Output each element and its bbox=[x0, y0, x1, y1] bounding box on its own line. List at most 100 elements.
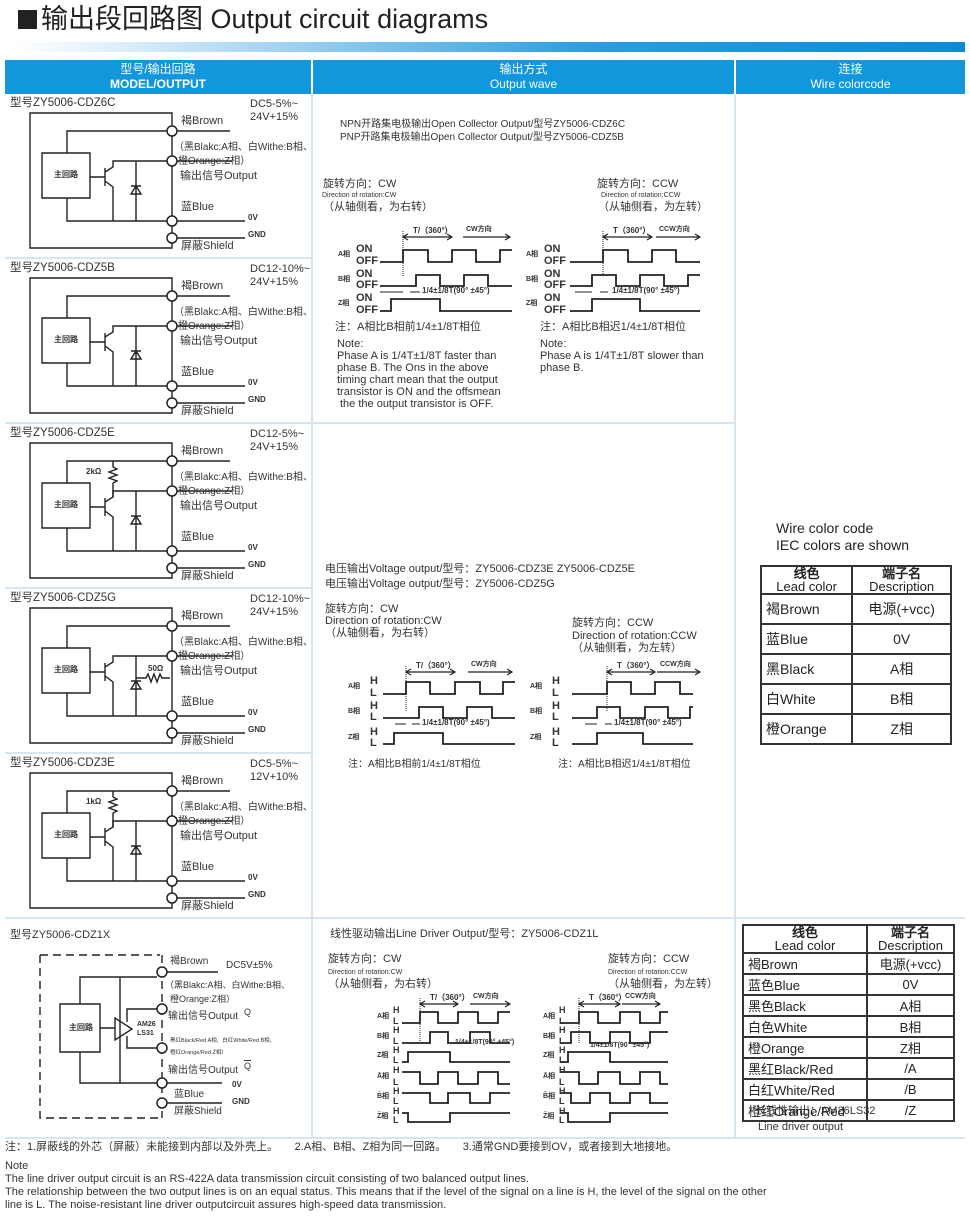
phase-wires-label: （黑Blakc:A相、白Withe:B相、 bbox=[174, 142, 313, 153]
level-high-label: H bbox=[559, 1065, 566, 1075]
rotation-direction-en: Direction of rotation:CW bbox=[322, 192, 397, 199]
waveform-trace bbox=[560, 1071, 668, 1085]
orange-wire-label: 橙Orange:Z相） bbox=[178, 651, 251, 662]
zero-volt-label: 0V bbox=[248, 378, 258, 387]
main-circuit-label: 主回路 bbox=[54, 500, 78, 509]
terminal-description: 0V bbox=[851, 623, 952, 655]
inverted-wires-label: 橙红Orange/Red Z̄相） bbox=[170, 1050, 227, 1056]
lead-color: 白红White/Red bbox=[742, 1078, 868, 1101]
direction-arrow bbox=[470, 1000, 512, 1008]
divider bbox=[5, 1137, 965, 1139]
zero-volt-label: 0V bbox=[248, 873, 258, 882]
direction-label: CW方向 bbox=[466, 226, 492, 233]
direction-label: CCW方向 bbox=[625, 993, 656, 1000]
phase-wires-label: （黑Blakc:A相、白Withe:B相、 bbox=[165, 980, 291, 990]
phase-label: Z相 bbox=[530, 733, 542, 741]
direction-arrow bbox=[468, 668, 514, 676]
level-high-label: H bbox=[393, 1005, 400, 1015]
phase-label: Z相 bbox=[348, 733, 360, 741]
phase-difference-label: 1/4±1/8T(90° ±45°) bbox=[422, 286, 490, 295]
phase-label: Z相 bbox=[543, 1052, 555, 1059]
level-low-label: OFF bbox=[356, 255, 378, 267]
rotation-view: （从轴侧看，为右转） bbox=[323, 201, 433, 213]
phase-note: 注：A相比B相迟1/4±1/8T相位 bbox=[540, 321, 687, 333]
header-zh: 线色 bbox=[793, 566, 820, 581]
phase-label: Z̄相 bbox=[543, 1112, 555, 1120]
phase-wires-label: （黑Blakc:A相、白Withe:B相、 bbox=[174, 637, 313, 648]
terminal-description: Z相 bbox=[851, 713, 952, 745]
footer-note-line: line is L. The noise-resistant line driv… bbox=[5, 1199, 447, 1211]
level-low-label: L bbox=[393, 1115, 399, 1125]
phase-difference-label: 1/4±1/8T(90° ±45°) bbox=[612, 286, 680, 295]
lead-color: 蓝色Blue bbox=[742, 973, 868, 996]
supply-voltage: DC12-10%~ bbox=[250, 593, 311, 605]
circuit-diagram: 型号ZY5006-CDZ6C DC5-5%~ 24V+15% 褐Brown （黑… bbox=[0, 93, 313, 258]
phase-difference-label: 1/4±1/8T(90° ±45°) bbox=[590, 1042, 650, 1049]
blue-wire-label: 蓝Blue bbox=[181, 531, 215, 543]
phase-wires-label: （黑Blakc:A相、白Withe:B相、 bbox=[174, 472, 313, 483]
output-qbar-label: 输出信号Output bbox=[168, 1065, 239, 1076]
period-label: T/（360°） bbox=[416, 661, 456, 670]
note-line: Phase A is 1/4T±1/8T slower than bbox=[540, 350, 704, 362]
table-row: 白红White/Red/B bbox=[742, 1078, 956, 1101]
supply-voltage-range: 24V+15% bbox=[250, 606, 299, 618]
brown-wire-label: 褐Brown bbox=[181, 280, 224, 292]
phase-difference-label: 1/4±1/8T(90° ±45°) bbox=[455, 1039, 515, 1046]
header-zh: 端子名 bbox=[890, 925, 930, 940]
circuit-diagram: 型号ZY5006-CDZ5G DC12-10%~ 24V+15% 褐Brown … bbox=[0, 588, 313, 753]
level-low-label: L bbox=[393, 1096, 399, 1106]
chip-label: LS31 bbox=[137, 1030, 154, 1037]
waveform-trace bbox=[560, 1011, 668, 1024]
main-circuit-label: 主回路 bbox=[54, 830, 78, 839]
divider bbox=[5, 587, 311, 589]
footer-note-line: The line driver output circuit is an RS-… bbox=[5, 1173, 529, 1185]
phase-label: A相 bbox=[526, 251, 539, 258]
blue-wire-label: 蓝Blue bbox=[181, 696, 215, 708]
phase-label: B̄相 bbox=[543, 1093, 556, 1100]
footer-note-line: The relationship between the two output … bbox=[5, 1186, 767, 1198]
terminal-description: /A bbox=[865, 1057, 956, 1080]
level-low-label: OFF bbox=[356, 304, 378, 316]
model-label: 型号ZY5006-CDZ5G bbox=[10, 592, 117, 604]
header-zh: 端子名 bbox=[882, 566, 922, 581]
supply-voltage: DC12-5%~ bbox=[250, 428, 305, 440]
level-low-label: L bbox=[393, 1016, 399, 1026]
terminal-description: Z相 bbox=[865, 1036, 956, 1059]
direction-label: CCW方向 bbox=[660, 661, 691, 668]
voltage-title: 电压输出Voltage output/型号：ZY5006-CDZ5G bbox=[325, 578, 555, 590]
terminal-description: B相 bbox=[851, 683, 952, 715]
lead-color: 橙Orange bbox=[759, 713, 854, 745]
supply-voltage: DC5-5%~ bbox=[250, 758, 298, 770]
supply-voltage: DC12-10%~ bbox=[250, 263, 311, 275]
phase-label: B相 bbox=[526, 275, 539, 283]
line-driver-output-label-en: Line driver output bbox=[758, 1121, 843, 1133]
orange-wire-label: 橙Orange:Z相） bbox=[178, 321, 251, 332]
rotation-direction-en: Direction of rotation:CW bbox=[328, 969, 403, 976]
output-signal-label: 输出信号Output bbox=[180, 335, 258, 347]
brown-wire-label: 褐Brown bbox=[181, 445, 224, 457]
level-low-label: L bbox=[393, 1055, 399, 1065]
note-line: the the output transistor is OFF. bbox=[340, 398, 494, 410]
period-label: T（360°） bbox=[617, 661, 655, 670]
rotation-direction-en: Direction of rotation:CCW bbox=[608, 969, 688, 976]
waveform-trace bbox=[402, 1071, 510, 1085]
terminal-icon bbox=[156, 1003, 168, 1015]
waveform-trace bbox=[572, 706, 693, 719]
q-symbol: Q bbox=[244, 1007, 252, 1017]
direction-arrow bbox=[463, 233, 512, 241]
level-low-label: OFF bbox=[544, 279, 566, 291]
phase-label: Ā相 bbox=[377, 1073, 390, 1080]
zero-volt-label: 0V bbox=[248, 543, 258, 552]
note-line: Phase A is 1/4T±1/8T faster than bbox=[337, 350, 497, 362]
level-high-label: H bbox=[559, 1005, 566, 1015]
pnp-title: PNP开路集电极输出Open Collector Output/型号ZY5006… bbox=[340, 132, 624, 143]
note-title: Note: bbox=[337, 338, 364, 350]
level-high-label: H bbox=[370, 726, 378, 738]
